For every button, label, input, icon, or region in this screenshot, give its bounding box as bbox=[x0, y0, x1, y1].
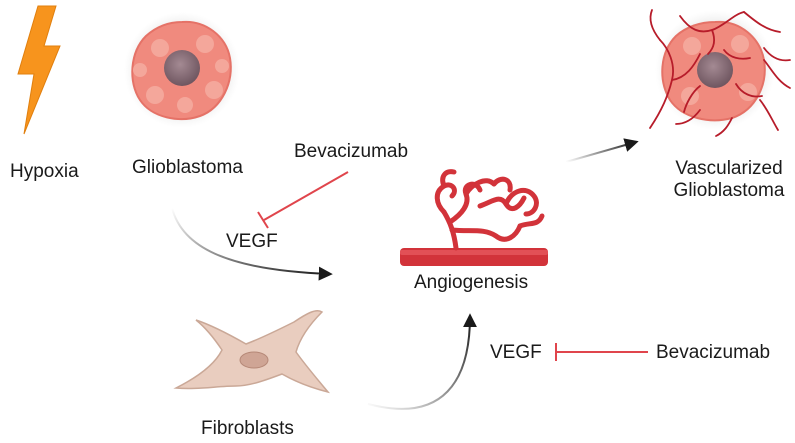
fibroblasts-to-angiogenesis-arrow bbox=[367, 313, 477, 410]
lightning-icon bbox=[17, 5, 61, 135]
glioblastoma-label: Glioblastoma bbox=[132, 157, 243, 178]
bevacizumab-bottom-label: Bevacizumab bbox=[656, 342, 771, 363]
vascularized-label-line1: Vascularized bbox=[675, 158, 783, 179]
glioblastoma-cell-icon bbox=[124, 12, 240, 128]
angiogenesis-vessel-icon bbox=[400, 169, 548, 266]
vegf-bottom-label: VEGF bbox=[490, 342, 542, 363]
vegf-top-label: VEGF bbox=[226, 231, 278, 252]
vascularized-glioblastoma-label: Vascularized Glioblastoma bbox=[664, 158, 794, 202]
bevacizumab-bottom-inhibition-line bbox=[555, 343, 648, 361]
vascularized-glioblastoma-icon bbox=[649, 9, 791, 137]
angiogenesis-to-vascularized-arrow bbox=[565, 138, 639, 163]
fibroblast-cell-icon bbox=[173, 310, 331, 394]
bevacizumab-top-inhibition-line bbox=[257, 171, 349, 229]
bevacizumab-top-label: Bevacizumab bbox=[294, 141, 409, 162]
angiogenesis-label: Angiogenesis bbox=[414, 272, 529, 293]
fibroblasts-label: Fibroblasts bbox=[201, 418, 294, 439]
glioblastoma-to-angiogenesis-arrow bbox=[171, 207, 333, 281]
vascularized-label-line2: Glioblastoma bbox=[673, 180, 785, 201]
hypoxia-label: Hypoxia bbox=[10, 161, 79, 182]
